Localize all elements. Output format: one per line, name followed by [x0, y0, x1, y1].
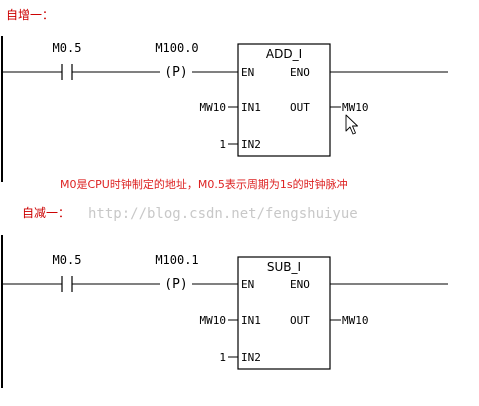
section1-pin-eno: ENO — [290, 66, 310, 79]
section1-contact-label: M0.5 — [53, 41, 82, 55]
section2-pin-en: EN — [241, 278, 254, 291]
section2-in2-value: 1 — [219, 351, 226, 364]
section1-block-name: ADD_I — [266, 47, 302, 61]
section1-title: 自增一： — [6, 8, 54, 22]
section1-pin-in2: IN2 — [241, 138, 261, 151]
section2-coil-symbol[interactable]: (P) — [164, 277, 187, 292]
note-text: M0是CPU时钟制定的地址，M0.5表示周期为1s的时钟脉冲 — [60, 177, 348, 191]
mouse-cursor-icon — [345, 114, 358, 135]
section1-pin-en: EN — [241, 66, 254, 79]
section1-contact[interactable] — [61, 64, 73, 80]
section2-coil-label: M100.1 — [155, 253, 198, 267]
section1-coil-label: M100.0 — [155, 41, 198, 55]
section2-pin-eno: ENO — [290, 278, 310, 291]
section1-out-value: MW10 — [342, 101, 369, 114]
section1-in2-value: 1 — [219, 138, 226, 151]
section2-pin-out: OUT — [290, 314, 310, 327]
section2-block-name: SUB_I — [267, 260, 301, 274]
section2-title: 自减一： — [22, 206, 70, 220]
section2-in1-value: MW10 — [200, 314, 227, 327]
section1-in1-value: MW10 — [200, 101, 227, 114]
section2-out-value: MW10 — [342, 314, 369, 327]
section2-contact[interactable] — [61, 276, 73, 292]
section1-coil-symbol[interactable]: (P) — [164, 65, 187, 80]
section1-pin-in1: IN1 — [241, 101, 261, 114]
watermark: http://blog.csdn.net/fengshuiyue — [88, 206, 358, 222]
section1-pin-out: OUT — [290, 101, 310, 114]
section2-function-block[interactable] — [237, 256, 331, 370]
section2-contact-label: M0.5 — [53, 253, 82, 267]
section2-pin-in1: IN1 — [241, 314, 261, 327]
section1-function-block[interactable] — [237, 43, 331, 157]
section2-pin-in2: IN2 — [241, 351, 261, 364]
